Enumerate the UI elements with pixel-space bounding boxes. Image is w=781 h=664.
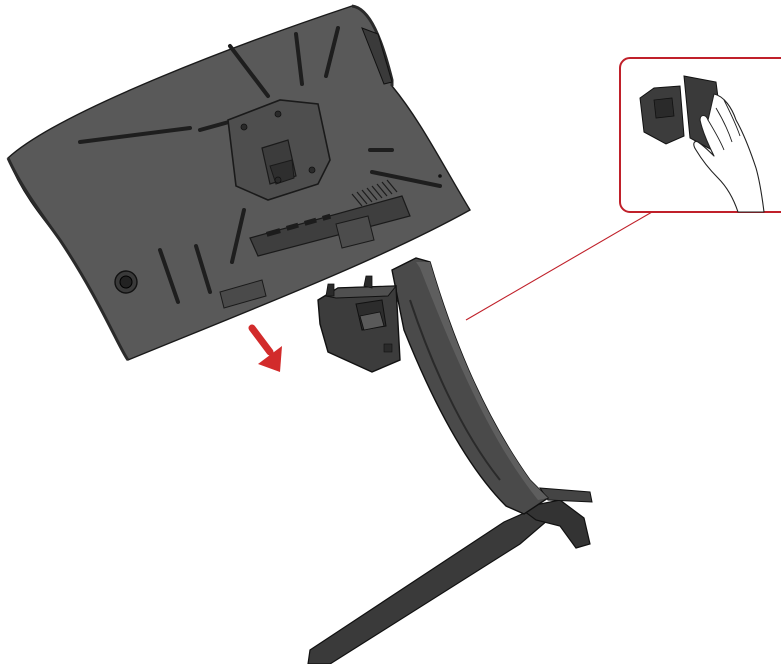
power-jack [115, 271, 137, 293]
bracket-attach-detail [620, 58, 781, 212]
stand-with-bracket [308, 258, 592, 664]
bracket-top-lip [326, 286, 396, 298]
stand-base-foot [308, 506, 548, 664]
bracket-symbol [384, 344, 392, 352]
stand-bracket [318, 286, 400, 372]
callout-connector-line [466, 212, 652, 320]
down-arrow-icon [252, 328, 282, 372]
stand-front-prong [540, 488, 592, 502]
